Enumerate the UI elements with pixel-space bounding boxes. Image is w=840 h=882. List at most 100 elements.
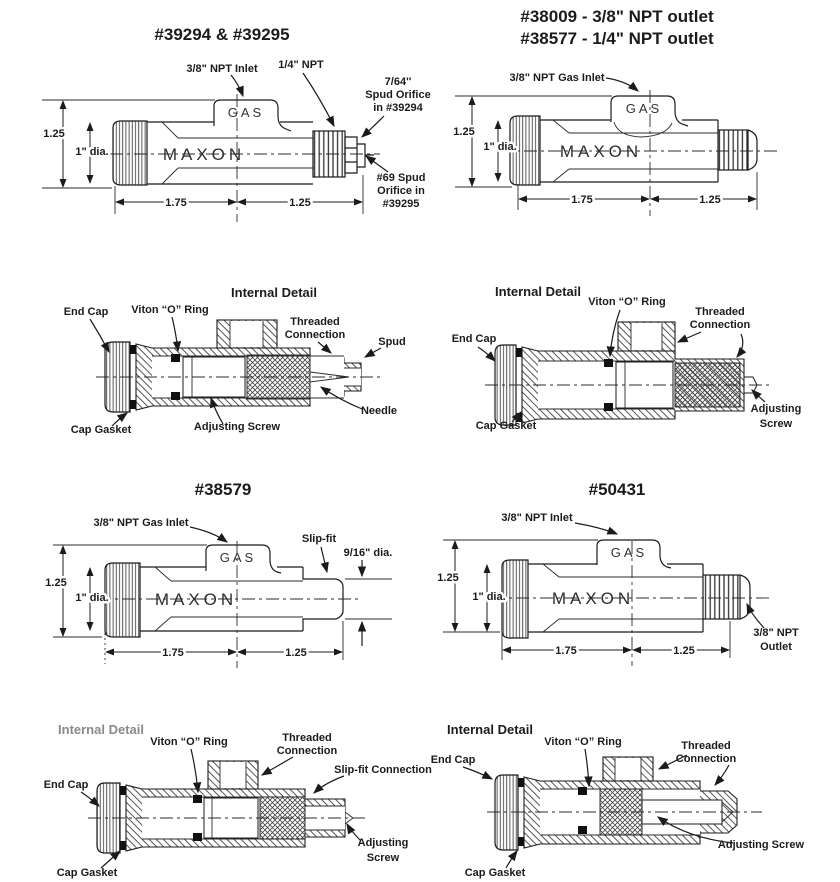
threaded-connection-label: Threaded [282, 732, 332, 744]
leader-arrow [462, 766, 494, 780]
threaded-connection-label: Connection [676, 753, 737, 765]
inlet-bore [631, 323, 662, 350]
o-ring-mark [171, 392, 180, 400]
adjusting-screw-label: Adjusting Screw [194, 421, 281, 433]
dim-label-length-a: 1.75 [571, 194, 592, 206]
threaded-connection-label: Connection [690, 319, 751, 331]
leader-arrow [676, 331, 702, 343]
inlet-bore [615, 758, 641, 780]
leader-arrow [171, 316, 182, 353]
internal-detail-title: Internal Detail [447, 722, 533, 737]
leader-arrow [361, 115, 385, 138]
maxon-marking: MAXON [560, 142, 642, 161]
dim-label-length-b: 1.25 [699, 194, 720, 206]
end-cap-label: End Cap [64, 306, 109, 318]
dia-916-label: 9/16" dia. [344, 547, 393, 559]
adjusting-screw-label: Screw [760, 418, 793, 430]
gas-inlet-label: 3/8" NPT Gas Inlet [93, 517, 188, 529]
panel5-title: #38579 [195, 480, 252, 499]
panel-internal-detail-38579: Internal Detail Viton “O” Ring Threaded … [44, 722, 432, 879]
maxon-marking: MAXON [163, 145, 245, 164]
end-cap-label: End Cap [452, 333, 497, 345]
o-ring-mark [604, 359, 613, 367]
threaded-connection-label: Connection [277, 745, 338, 757]
leader-arrow [313, 775, 345, 794]
leader-arrow [365, 155, 389, 173]
leader-arrow [189, 526, 228, 543]
leader-arrow [511, 411, 522, 423]
adjusting-screw-label: Screw [367, 852, 400, 864]
gas-inlet-label: 3/8" NPT Gas Inlet [509, 72, 604, 84]
valve-body-outline [540, 119, 719, 183]
adjusting-screw-label: Adjusting [358, 837, 409, 849]
cap-gasket-mark [130, 400, 136, 409]
end-cap-label: End Cap [431, 754, 476, 766]
spud-orifice-b-label: Orifice in [377, 185, 425, 197]
spud-bore-walls [344, 367, 361, 387]
panel2-title-line1: #38009 - 3/8" NPT outlet [520, 7, 714, 26]
gas-inlet-hump [213, 99, 292, 132]
npt-outlet-label: 3/8" NPT [753, 627, 799, 639]
dim-label-length-a: 1.75 [555, 645, 576, 657]
dim-label-dia: 1" dia. [483, 141, 516, 153]
cap-gasket-mark [516, 348, 522, 357]
dim-label-height: 1.25 [43, 128, 64, 140]
threaded-connection-label: Threaded [681, 740, 731, 752]
slip-fit-bore-walls [305, 805, 345, 831]
spud-hex [344, 136, 374, 174]
hump-lower-bulge [613, 121, 673, 138]
o-ring-mark [578, 826, 587, 834]
inlet-bore-walls [229, 321, 264, 348]
cap-gasket-label: Cap Gasket [476, 420, 537, 432]
leader-arrow [80, 791, 100, 807]
leader-arrow [605, 77, 639, 92]
gas-inlet-hump [205, 544, 282, 574]
leader-arrow [746, 602, 765, 629]
dim-label-length-b: 1.25 [285, 647, 306, 659]
maxon-marking: MAXON [155, 590, 237, 609]
end-cap-section [494, 344, 517, 426]
panel-50431-outline: #50431 3/8" NPT Inlet GAS MAXON 1.25 1" … [435, 480, 799, 666]
threaded-connection-label: Threaded [290, 316, 340, 328]
panel6-title: #50431 [589, 480, 646, 499]
dim-label-dia: 1" dia. [75, 146, 108, 158]
leader-arrow [111, 412, 128, 427]
inlet-bore-walls [630, 323, 663, 351]
inlet-bore [220, 762, 246, 788]
panel2-title-line2: #38577 - 1/4" NPT outlet [520, 29, 714, 48]
leader-arrow [751, 389, 766, 403]
outlet-tip [739, 574, 751, 620]
leader-arrow [584, 748, 593, 788]
dim-label-length-b: 1.25 [673, 645, 694, 657]
leader-arrow [230, 74, 244, 98]
cap-gasket-label: Cap Gasket [57, 867, 118, 879]
spud-label: Spud [378, 336, 406, 348]
threaded-connection-label: Connection [285, 329, 346, 341]
viton-o-ring-label: Viton “O” Ring [588, 296, 665, 308]
maxon-marking: MAXON [552, 589, 634, 608]
dim-label-dia: 1" dia. [472, 591, 505, 603]
valve-bore-lines [542, 563, 703, 633]
leader-arrow [320, 386, 363, 410]
panel-38579-outline: #38579 3/8" NPT Gas Inlet GAS MAXON 1.25… [43, 480, 393, 668]
cap-gasket-mark [120, 786, 126, 795]
panel-internal-detail-50431: Internal Detail Viton “O” Ring Threaded … [431, 722, 805, 879]
panel-internal-detail-38009: Internal Detail Viton “O” Ring Threaded … [452, 284, 802, 432]
leader-arrow [346, 822, 362, 842]
spud-orifice-b-label: #39295 [383, 198, 420, 210]
spud-orifice-b-label: #69 Spud [377, 172, 426, 184]
valve-bore-lines [154, 566, 303, 632]
cap-gasket-mark [518, 837, 524, 846]
leader-arrow [574, 522, 619, 535]
gas-marking: GAS [228, 105, 264, 120]
dim-label-length-a: 1.75 [165, 197, 186, 209]
dim-label-height: 1.25 [437, 572, 458, 584]
gas-marking: GAS [626, 101, 662, 116]
cap-gasket-mark [120, 841, 126, 850]
quarter-npt-label: 1/4" NPT [278, 59, 324, 71]
inlet-bore-walls [614, 758, 642, 781]
viton-o-ring-label: Viton “O” Ring [544, 736, 621, 748]
spud-orifice-a-label: Spud Orifice [365, 89, 430, 101]
valve-body-outline [140, 566, 344, 632]
